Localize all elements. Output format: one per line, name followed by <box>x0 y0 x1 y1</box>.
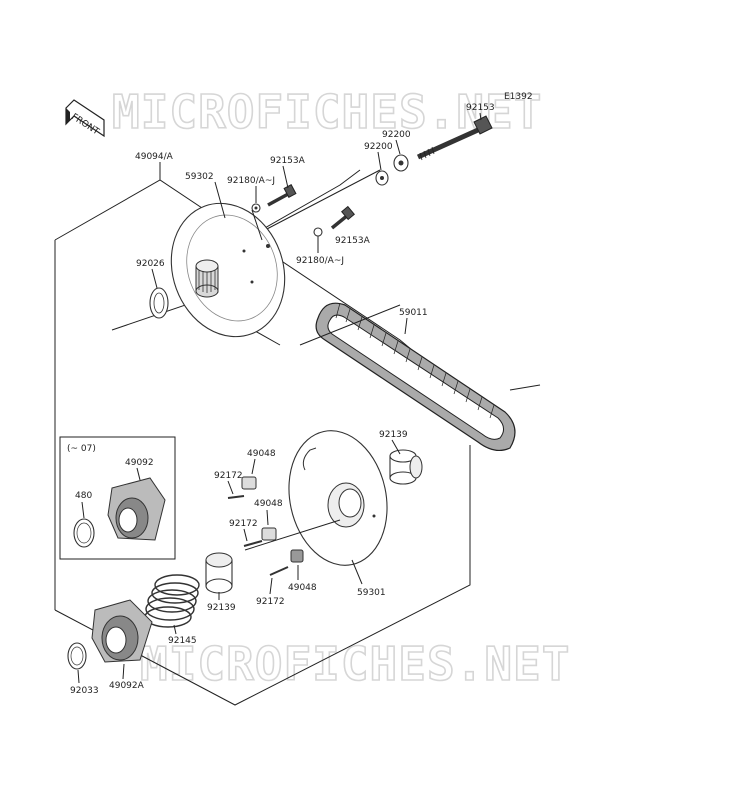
label-92172-a: 92172 <box>214 471 243 481</box>
bolt-92153A-mid <box>330 205 355 230</box>
spring-92145 <box>144 574 200 628</box>
watermark-bottom: MICROFICHES.NET <box>140 637 570 691</box>
label-49092A: 49092A <box>109 681 145 691</box>
bolt-92153A-top <box>267 184 297 207</box>
label-59301: 59301 <box>357 588 386 598</box>
label-92172-b: 92172 <box>229 519 258 529</box>
label-92200-a: 92200 <box>364 142 393 152</box>
assembly-outline-bottom <box>54 445 471 706</box>
drive-belt-59011 <box>315 302 516 452</box>
variant-note: (~ 07) <box>67 444 96 454</box>
label-49048-c: 49048 <box>288 583 317 593</box>
label-92026: 92026 <box>136 259 165 269</box>
variant-box <box>59 436 176 560</box>
label-480: 480 <box>75 491 92 501</box>
label-49048-a: 49048 <box>247 449 276 459</box>
front-arrow-icon: FRONT <box>65 99 105 138</box>
leader-59302 <box>214 181 226 219</box>
weight-49048-c <box>290 549 304 563</box>
label-92200-b: 92200 <box>382 130 411 140</box>
guide-line-bolt2 <box>264 169 381 231</box>
pin-92172-b <box>243 540 263 547</box>
label-92153A-mid: 92153A <box>335 236 371 246</box>
label-92180-top: 92180/A~J <box>227 176 275 186</box>
pin-92172-a <box>227 495 245 499</box>
guide-line-bolt <box>234 169 361 246</box>
bushing-92139-right <box>389 449 423 485</box>
label-92145: 92145 <box>168 636 197 646</box>
bolt-92153 <box>416 115 493 161</box>
movable-sheave-59301 <box>288 430 388 566</box>
cam-49092A <box>91 599 153 663</box>
label-92153: 92153 <box>466 103 495 113</box>
label-92033: 92033 <box>70 686 99 696</box>
weight-49048-b <box>261 527 277 541</box>
label-49092: 49092 <box>125 458 154 468</box>
label-59302: 59302 <box>185 172 214 182</box>
label-92172-c: 92172 <box>256 597 285 607</box>
pin-92172-c <box>269 566 289 576</box>
fixed-sheave-59302 <box>170 202 286 338</box>
label-92153A-top: 92153A <box>270 156 306 166</box>
label-59011: 59011 <box>399 308 428 318</box>
diagram-code: E1392 <box>504 92 533 102</box>
cam-49092 <box>107 477 166 541</box>
label-92139-left: 92139 <box>207 603 236 613</box>
label-92180-mid: 92180/A~J <box>296 256 344 266</box>
watermark-top: MICROFICHES.NET <box>112 85 542 139</box>
weight-49048-a <box>241 476 257 490</box>
label-49094A: 49094/A <box>135 152 174 162</box>
label-49048-b: 49048 <box>254 499 283 509</box>
bushing-92139-left <box>205 552 233 594</box>
washer-92180-mid <box>313 227 323 237</box>
label-92139-right: 92139 <box>379 430 408 440</box>
